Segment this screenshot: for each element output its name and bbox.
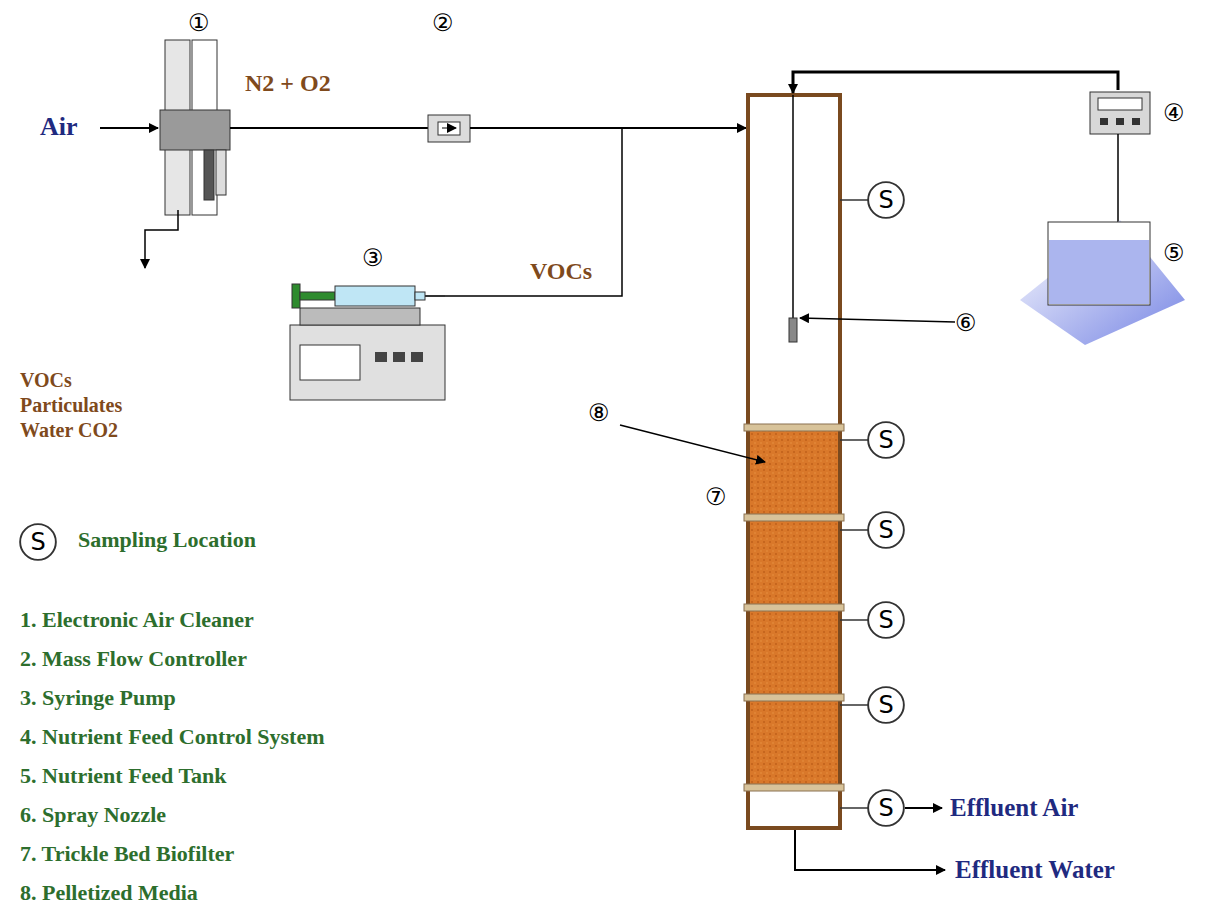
node-text: S (878, 518, 893, 542)
callout-number: ⑧ (588, 400, 610, 426)
syringe-pump (290, 284, 445, 400)
label-text: Air (40, 113, 78, 142)
callout-number: ③ (362, 245, 384, 271)
mass-flow-controller (428, 115, 470, 142)
callout-number: ② (432, 10, 454, 36)
sampling-circle: S (867, 181, 905, 219)
node-text: S (30, 530, 45, 554)
label-text: VOCs (530, 258, 592, 284)
label-text: 8. Pelletized Media (20, 881, 198, 905)
node-text: S (878, 693, 893, 717)
nutrient-feed-tank (1020, 220, 1185, 345)
trickle-bed-biofilter (744, 95, 844, 828)
spray-nozzle (789, 318, 797, 342)
label-text: 2. Mass Flow Controller (20, 647, 247, 671)
label-text: Effluent Water (955, 856, 1115, 884)
label-text: 4. Nutrient Feed Control System (20, 725, 325, 749)
label-text: N2 + O2 (245, 70, 331, 96)
sampling-circle: S (867, 511, 905, 549)
node-text: S (878, 608, 893, 632)
nutrient-feed-control (1090, 92, 1150, 134)
sampling-circle: S (867, 421, 905, 459)
legend-text: Sampling Location (78, 528, 256, 552)
callout-number: ① (188, 10, 210, 36)
label-text: 1. Electronic Air Cleaner (20, 608, 254, 632)
callout-number: ④ (1163, 100, 1185, 126)
callout-number: ⑦ (705, 484, 727, 510)
node-text: S (878, 428, 893, 452)
sampling-circle: S (19, 523, 57, 561)
callout-number: ⑥ (955, 310, 977, 336)
label-text: VOCs Particulates Water CO2 (20, 368, 122, 443)
node-text: S (878, 188, 893, 212)
label-text: 7. Trickle Bed Biofilter (20, 842, 234, 866)
sampling-circle: S (867, 789, 905, 827)
label-text: 5. Nutrient Feed Tank (20, 764, 227, 788)
sampling-circle: S (867, 686, 905, 724)
label-text: 6. Spray Nozzle (20, 803, 166, 827)
callout-number: ⑤ (1163, 240, 1185, 266)
node-text: S (878, 796, 893, 820)
label-text: Effluent Air (950, 794, 1078, 822)
air-cleaner (160, 40, 230, 215)
sampling-circle: S (867, 601, 905, 639)
label-text: 3. Syringe Pump (20, 686, 176, 710)
